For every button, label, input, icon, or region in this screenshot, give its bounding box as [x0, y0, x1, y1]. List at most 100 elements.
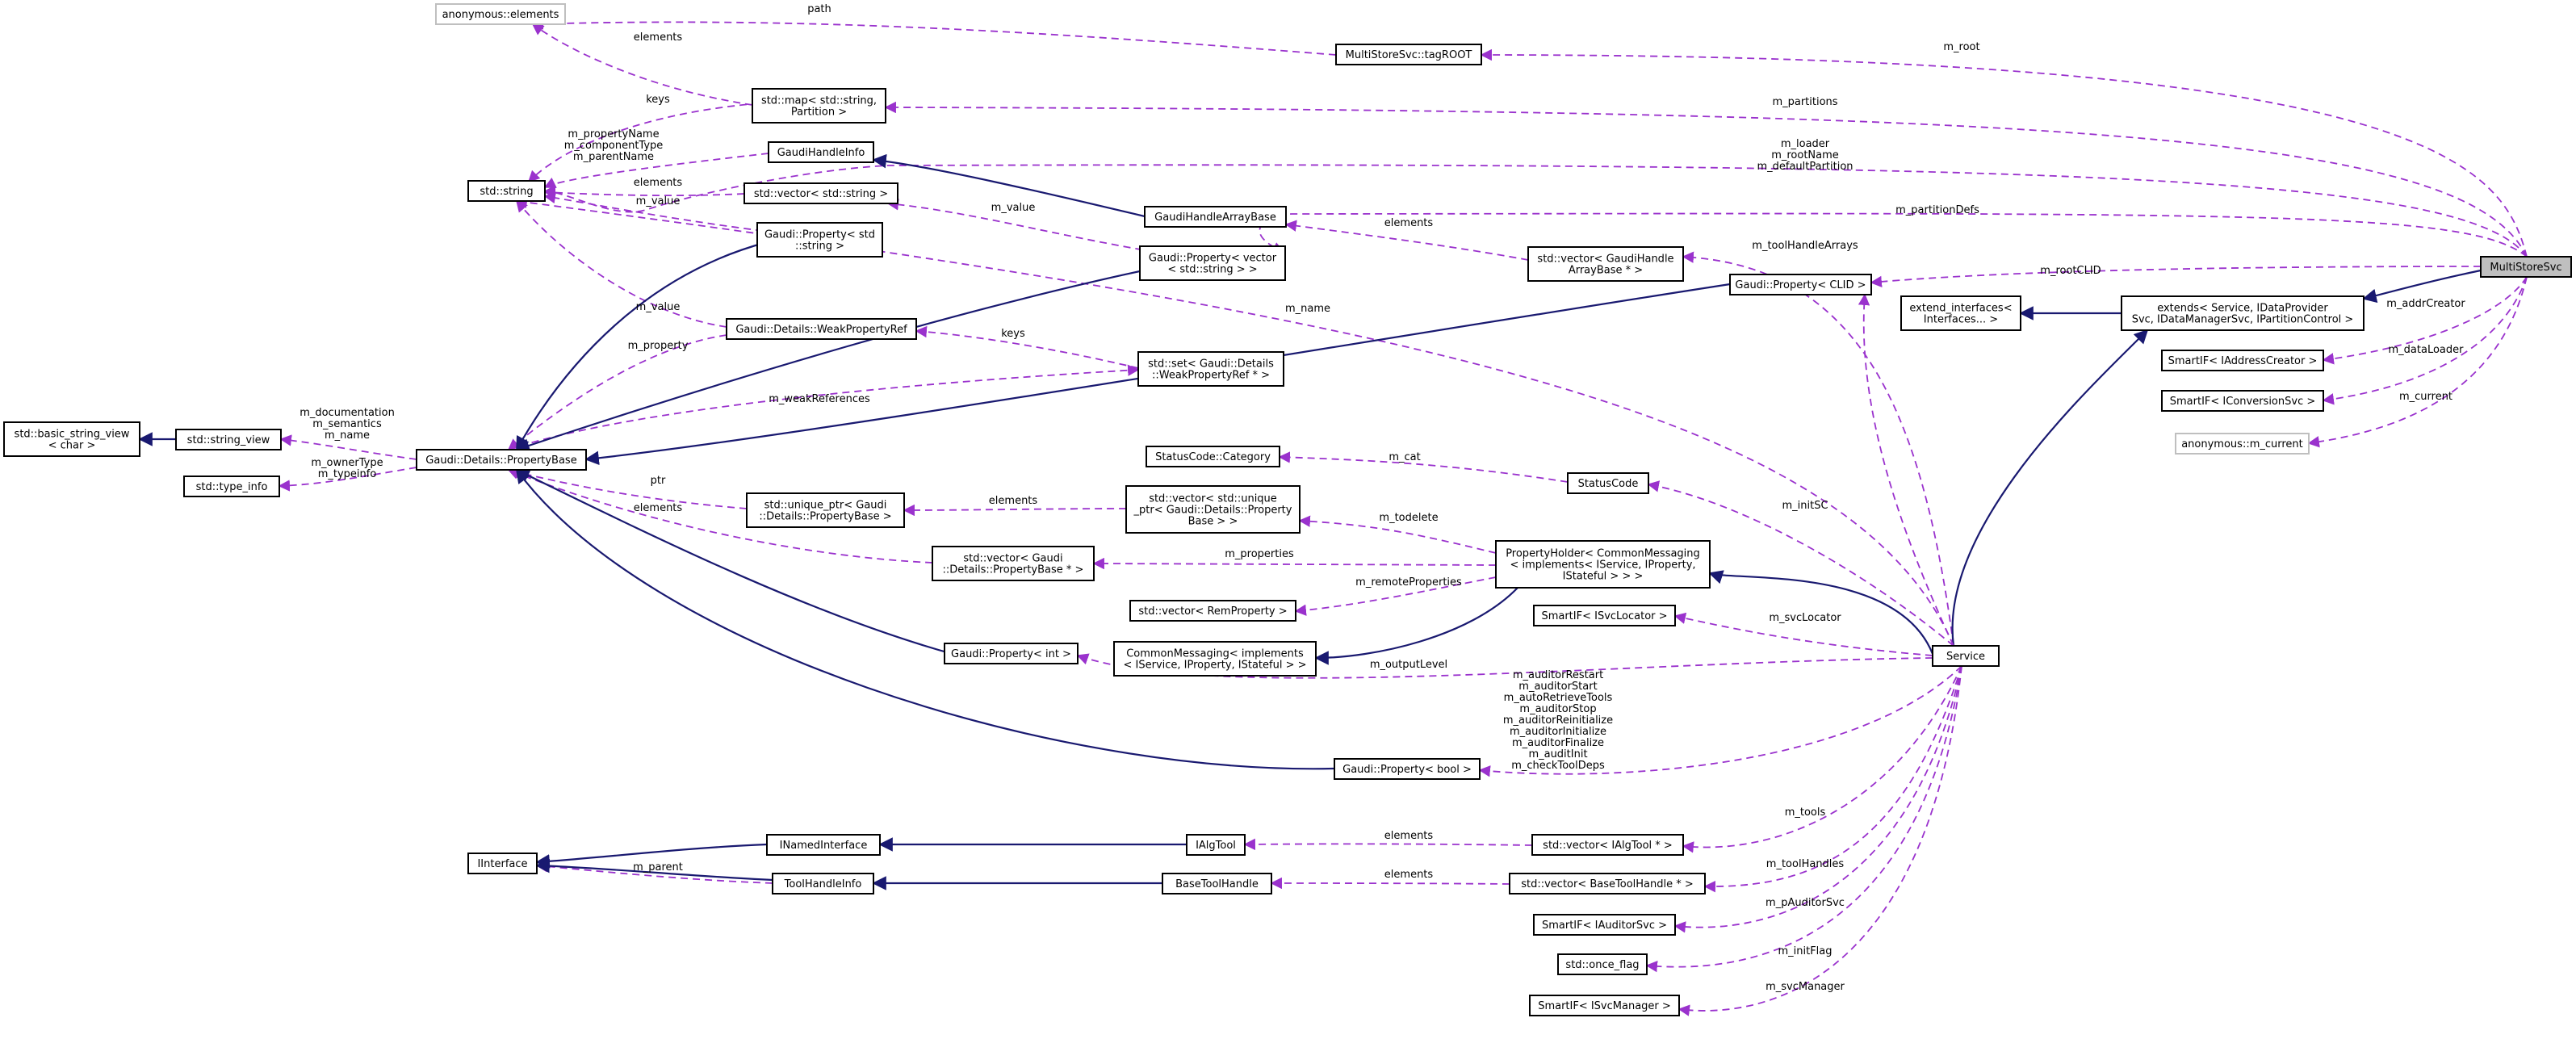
node-box — [2480, 256, 2572, 278]
node-unique-ptr-pb[interactable]: std::unique_ptr< Gaudi::Details::Propert… — [746, 492, 905, 528]
node-label: ToolHandleInfo — [784, 878, 862, 890]
node-label: Base > > — [1188, 516, 1238, 528]
node-box — [1900, 295, 2021, 331]
node-label: extends< Service, IDataProvider — [2157, 303, 2328, 315]
edge-label-bool-names: m_autoRetrieveTools — [1504, 692, 1613, 704]
node-smartif-svcmanager[interactable]: SmartIF< ISvcManager > — [1529, 995, 1680, 1016]
node-basic-string-view[interactable]: std::basic_string_view< char > — [3, 421, 140, 457]
edge-label-m-parent: m_parent — [633, 861, 683, 874]
node-smartif-conv[interactable]: SmartIF< IConversionSvc > — [2161, 390, 2324, 412]
node-label: std::vector< RemProperty > — [1138, 605, 1287, 618]
edge-label-m-value-weak: m_value — [636, 301, 681, 313]
node-box — [1567, 472, 1649, 494]
edge-label-m-tools: m_tools — [1785, 806, 1826, 819]
edge-label-handle-info-names: m_componentType — [564, 140, 664, 152]
node-vector-basetoolhandle[interactable]: std::vector< BaseToolHandle * > — [1509, 873, 1706, 894]
node-property-clid[interactable]: Gaudi::Property< CLID > — [1729, 274, 1872, 295]
node-smartif-addr[interactable]: SmartIF< IAddressCreator > — [2161, 350, 2324, 371]
node-tagROOT[interactable]: MultiStoreSvc::tagROOT — [1335, 44, 1482, 65]
node-label: SmartIF< IConversionSvc > — [2170, 396, 2316, 408]
node-map-partition[interactable]: std::map< std::string,Partition > — [752, 88, 886, 124]
edge-label-handle-info-names: m_parentName — [573, 151, 654, 163]
edge-label-bool-names: m_auditorStop — [1519, 703, 1596, 715]
node-label: Gaudi::Property< vector — [1149, 253, 1277, 265]
node-property-vector-string[interactable]: Gaudi::Property< vector< std::string > > — [1139, 245, 1286, 281]
node-label: ::WeakPropertyRef * > — [1152, 370, 1270, 382]
node-property-bool[interactable]: Gaudi::Property< bool > — [1334, 758, 1481, 780]
node-label: std::vector< IAlgTool * > — [1543, 840, 1673, 852]
node-vector-unique-ptr[interactable]: std::vector< std::unique_ptr< Gaudi::Det… — [1125, 485, 1301, 534]
edge-label-bool-names: m_auditorReinitialize — [1503, 714, 1613, 727]
node-label: < IService, IProperty, IStateful > > — [1124, 660, 1307, 672]
node-common-messaging[interactable]: CommonMessaging< implements< IService, I… — [1113, 641, 1317, 677]
usage-edge — [1284, 220, 1529, 261]
inheritance-edge — [515, 468, 1335, 770]
node-statuscode-category[interactable]: StatusCode::Category — [1146, 446, 1280, 467]
node-vector-remprop[interactable]: std::vector< RemProperty > — [1129, 600, 1296, 622]
node-std-string[interactable]: std::string — [467, 180, 546, 202]
edge-label-bool-names: m_auditorFinalize — [1512, 737, 1604, 749]
usage-edge — [507, 334, 727, 450]
node-label: std::once_flag — [1565, 959, 1639, 971]
node-gaudi-handle-info[interactable]: GaudiHandleInfo — [768, 141, 874, 163]
node-label: INamedInterface — [780, 840, 868, 852]
node-box — [1509, 873, 1706, 894]
node-box — [944, 643, 1079, 664]
node-type-info[interactable]: std::type_info — [183, 476, 280, 497]
node-box — [1162, 873, 1272, 894]
node-vector-ialgtool[interactable]: std::vector< IAlgTool * > — [1531, 834, 1684, 856]
node-iinterface[interactable]: IInterface — [467, 853, 538, 874]
node-label: Gaudi::Property< int > — [951, 648, 1071, 660]
inheritance-edge — [1314, 587, 1518, 665]
node-label: std::unique_ptr< Gaudi — [764, 500, 887, 512]
node-vector-string[interactable]: std::vector< std::string > — [743, 182, 898, 204]
node-base-tool-handle[interactable]: BaseToolHandle — [1162, 873, 1272, 894]
edge-label-m-outputLevel: m_outputLevel — [1370, 659, 1447, 671]
node-string-view[interactable]: std::string_view — [175, 429, 282, 450]
node-extend-interfaces[interactable]: extend_interfaces<Interfaces... > — [1900, 295, 2021, 331]
node-box — [1113, 641, 1317, 677]
usage-edge — [2307, 276, 2528, 448]
node-statuscode[interactable]: StatusCode — [1567, 472, 1649, 494]
usage-edge — [1682, 665, 1962, 853]
node-label: Svc, IDataManagerSvc, IPartitionControl … — [2132, 314, 2354, 326]
node-service[interactable]: Service — [1932, 645, 2000, 667]
node-property-base[interactable]: Gaudi::Details::PropertyBase — [416, 449, 587, 471]
node-anon-current[interactable]: anonymous::m_current — [2175, 433, 2310, 455]
node-once-flag[interactable]: std::once_flag — [1557, 953, 1648, 975]
edge-label-m-dataLoader: m_dataLoader — [2389, 344, 2465, 356]
node-multistoresvc[interactable]: MultiStoreSvc — [2480, 256, 2572, 278]
usage-edge — [279, 434, 417, 460]
usage-edge — [507, 468, 933, 563]
node-label: ::Details::PropertyBase * > — [943, 564, 1084, 576]
node-weak-property-ref[interactable]: Gaudi::Details::WeakPropertyRef — [726, 318, 917, 340]
node-smartif-svclocator[interactable]: SmartIF< ISvcLocator > — [1533, 605, 1676, 626]
node-vector-pb-ptr[interactable]: std::vector< Gaudi::Details::PropertyBas… — [932, 546, 1095, 581]
node-tool-handle-info[interactable]: ToolHandleInfo — [772, 873, 874, 894]
node-vector-handle-array[interactable]: std::vector< GaudiHandleArrayBase * > — [1527, 246, 1684, 282]
node-box — [1531, 834, 1684, 856]
node-handle-array-base[interactable]: GaudiHandleArrayBase — [1144, 206, 1287, 228]
usage-edge — [1870, 266, 2482, 288]
node-property-int[interactable]: Gaudi::Property< int > — [944, 643, 1079, 664]
edge-label-m-todelete: m_todelete — [1379, 512, 1438, 524]
node-label: GaudiHandleArrayBase — [1154, 212, 1276, 224]
node-property-holder[interactable]: PropertyHolder< CommonMessaging< impleme… — [1495, 540, 1711, 589]
node-inamed-interface[interactable]: INamedInterface — [766, 834, 881, 856]
edge-label-keys-set: keys — [1001, 328, 1025, 340]
node-smartif-auditor[interactable]: SmartIF< IAuditorSvc > — [1533, 914, 1676, 936]
inheritance-edge — [515, 265, 1163, 453]
node-ialgtool[interactable]: IAlgTool — [1186, 834, 1246, 856]
node-anonymous-elements[interactable]: anonymous::elements — [435, 3, 566, 25]
usage-edge — [1682, 251, 1954, 647]
node-set-weak-ref[interactable]: std::set< Gaudi::Details::WeakPropertyRe… — [1137, 351, 1284, 387]
node-property-string[interactable]: Gaudi::Property< std::string > — [756, 222, 883, 258]
edge-label-sv-names: m_name — [325, 429, 370, 442]
usage-edge — [886, 199, 1155, 253]
usage-edge — [1703, 665, 1962, 893]
edge-label-m-value-prop: m_value — [636, 195, 681, 207]
node-label: ArrayBase * > — [1569, 265, 1643, 277]
usage-edge — [903, 504, 1127, 517]
